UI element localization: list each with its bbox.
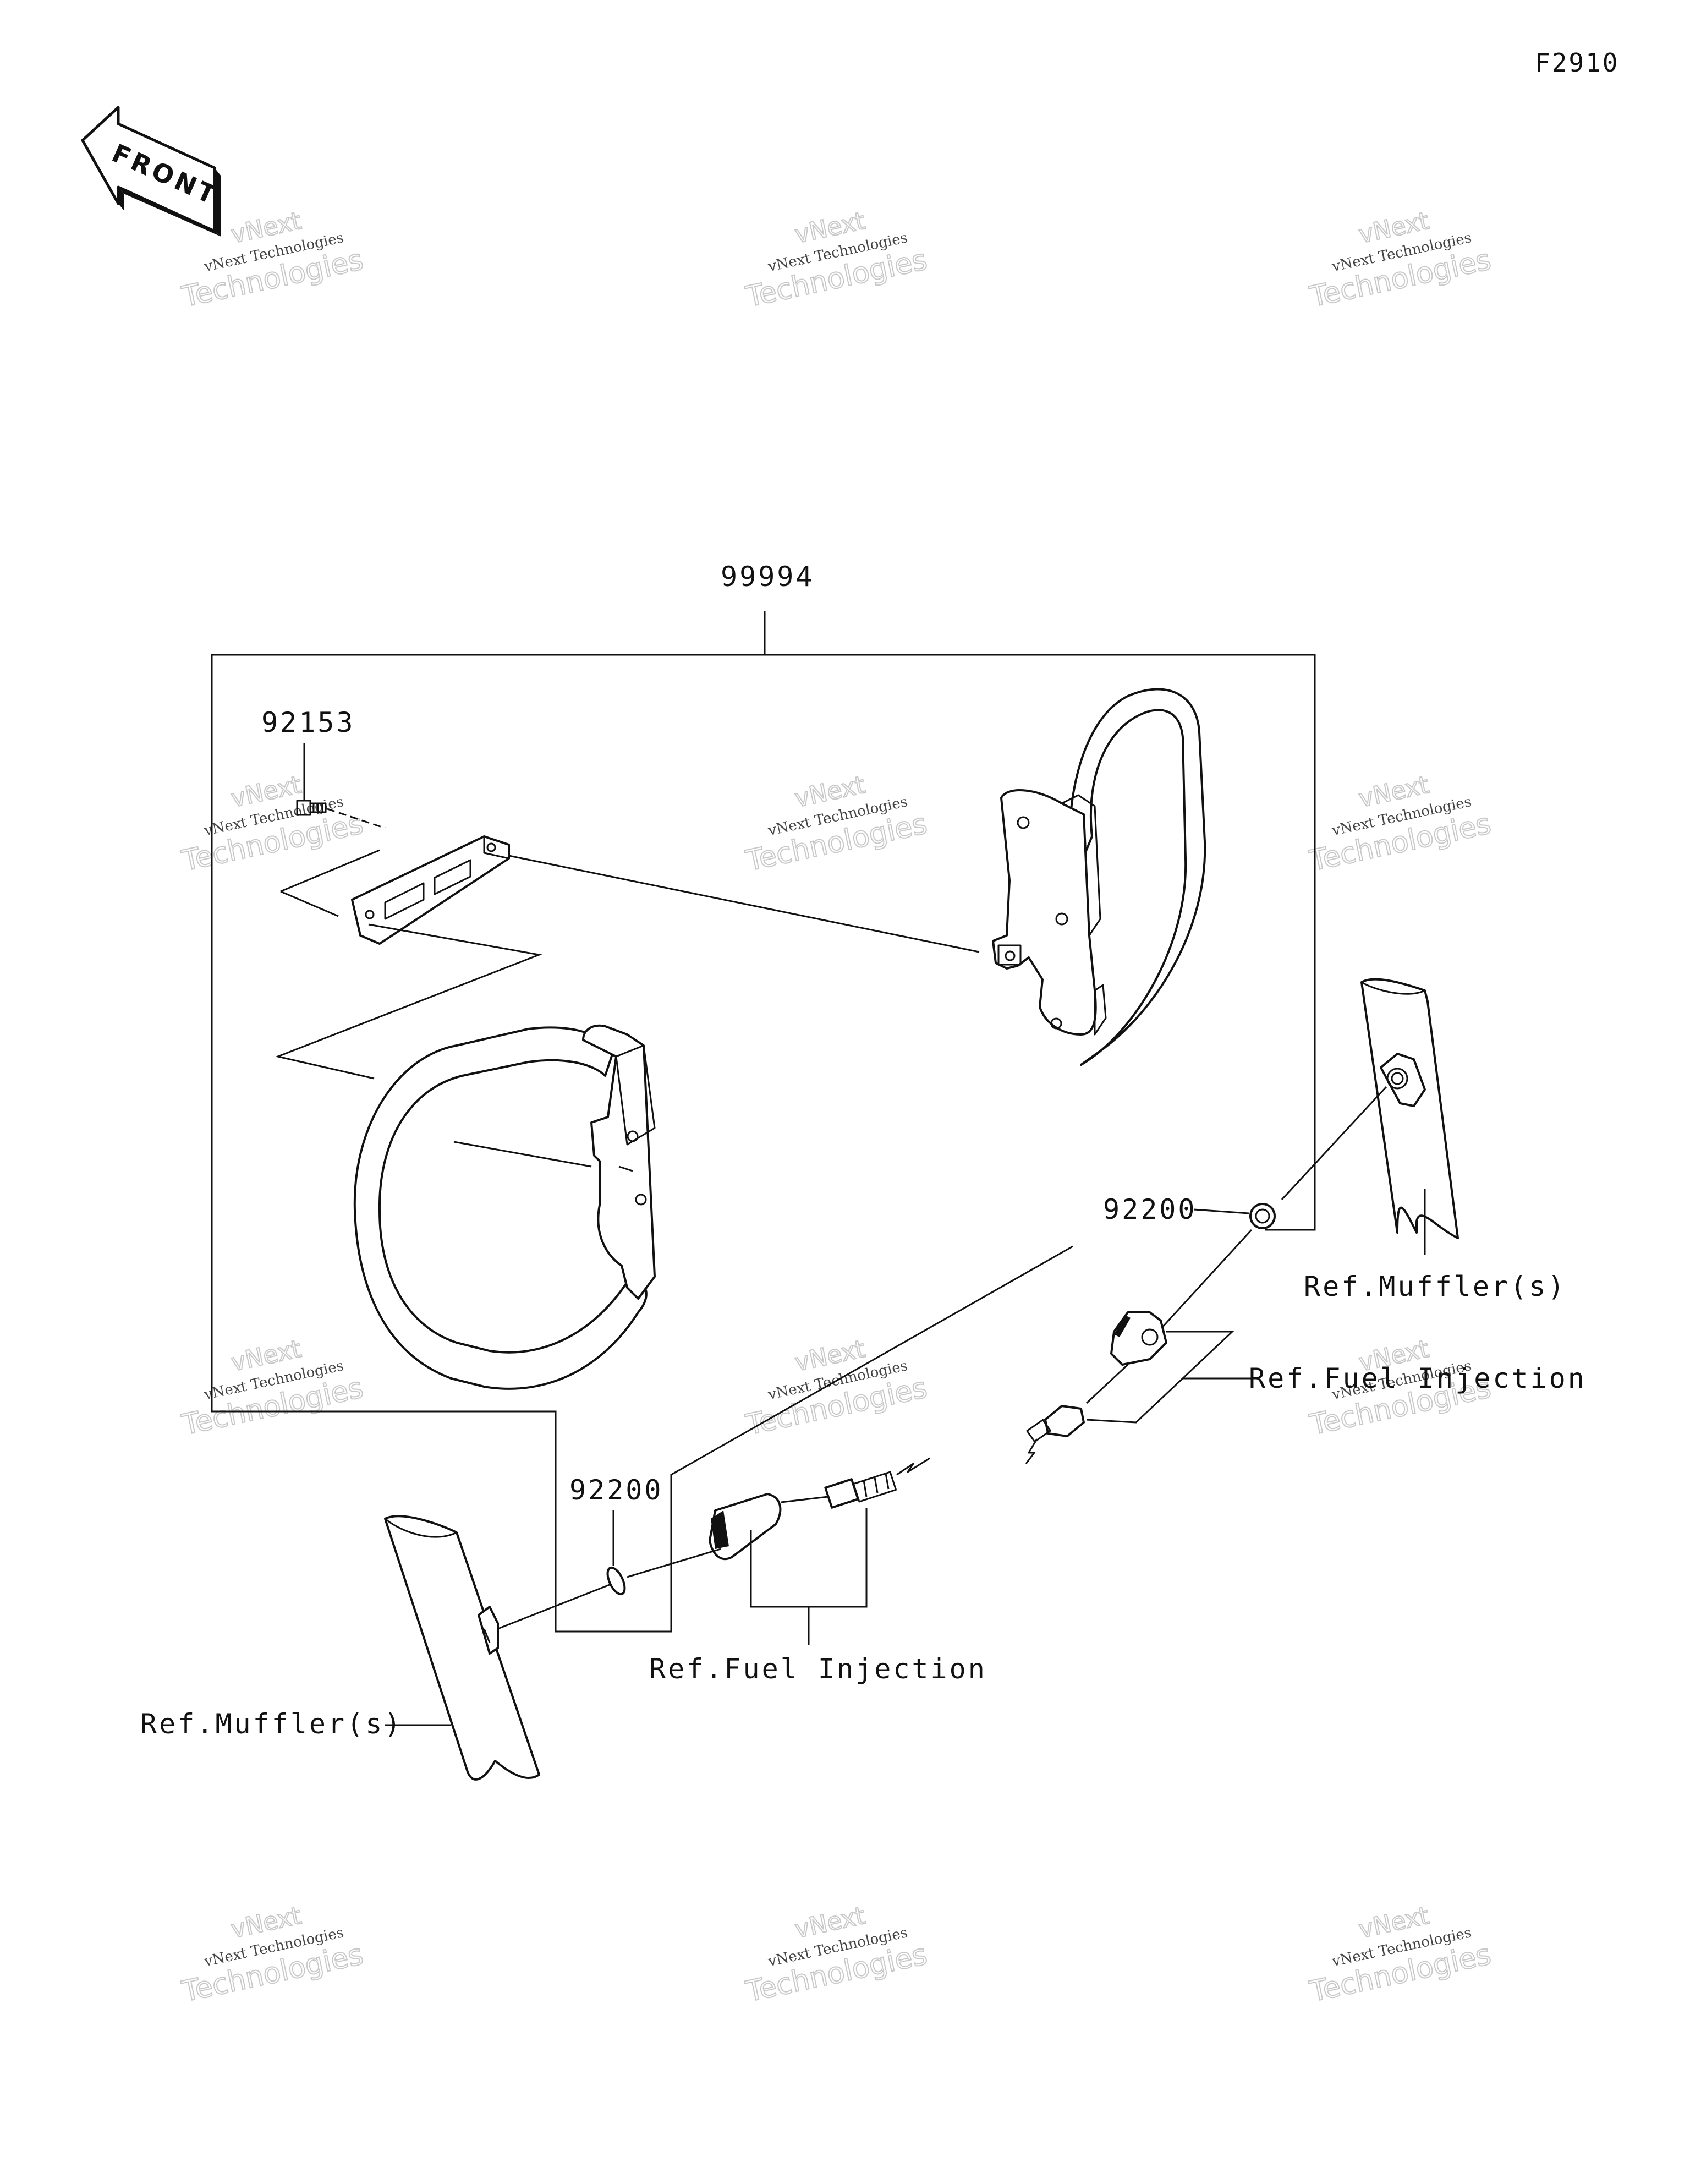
watermark: vNext vNext Technologies Technologies — [1306, 206, 1494, 315]
temp-sensor-right[interactable] — [1025, 1405, 1085, 1464]
right-muffler-ref[interactable] — [1360, 978, 1459, 1239]
bolt-part[interactable] — [296, 800, 327, 816]
callout-92200-left[interactable]: 92200 — [569, 1474, 663, 1506]
sensor-adapter-left[interactable] — [709, 1493, 782, 1561]
callout-92153[interactable]: 92153 — [261, 707, 355, 738]
sensor-adapter-right[interactable] — [1110, 1311, 1167, 1366]
temp-sensor-left[interactable] — [824, 1457, 930, 1509]
callout-ref-muffler-left[interactable]: Ref.Muffler(s) — [140, 1708, 403, 1740]
callout-ref-fuel-injection-left[interactable]: Ref.Fuel Injection — [649, 1653, 987, 1685]
watermark: vNext vNext Technologies Technologies — [742, 1901, 930, 2010]
assembly-bracket — [211, 611, 1316, 1574]
front-arrow-icon: FRONT — [81, 106, 223, 237]
watermark: vNext vNext Technologies Technologies — [178, 1334, 366, 1443]
watermark: vNext vNext Technologies Technologies — [1306, 1901, 1494, 2010]
watermark: vNext vNext Technologies Technologies — [1306, 770, 1494, 879]
figure-code: F2910 — [1535, 48, 1619, 78]
watermark: vNext vNext Technologies Technologies — [178, 1901, 366, 2010]
left-muffler-ref[interactable] — [384, 1515, 540, 1781]
callout-ref-muffler-right[interactable]: Ref.Muffler(s) — [1304, 1271, 1566, 1302]
watermark: vNext vNext Technologies Technologies — [742, 206, 930, 315]
watermark: vNext vNext Technologies Technologies — [178, 770, 366, 879]
mounting-plate[interactable] — [351, 835, 510, 945]
watermark: vNext vNext Technologies Technologies — [742, 770, 930, 879]
callout-ref-fuel-injection-right[interactable]: Ref.Fuel Injection — [1249, 1362, 1587, 1394]
gasket-right[interactable] — [1249, 1203, 1276, 1229]
gasket-left[interactable] — [604, 1565, 628, 1596]
callout-99994[interactable]: 99994 — [721, 561, 815, 593]
left-guard-bar[interactable] — [353, 1024, 656, 1390]
callout-92200-right[interactable]: 92200 — [1103, 1194, 1197, 1225]
right-guard-bar[interactable] — [992, 688, 1206, 1066]
